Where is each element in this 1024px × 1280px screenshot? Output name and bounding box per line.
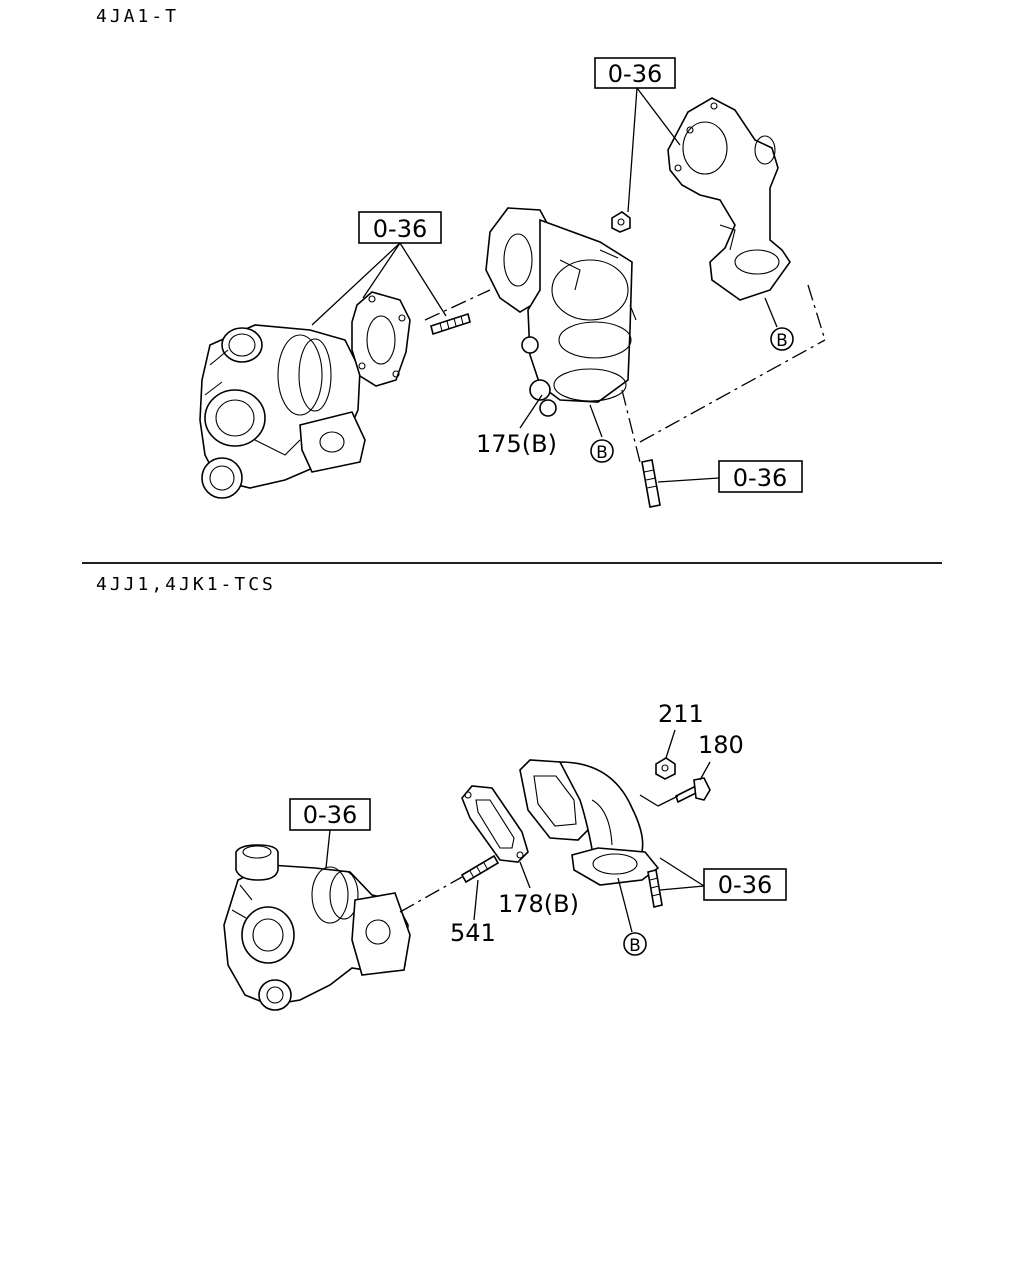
exhaust-pipe-top <box>667 97 791 301</box>
callout-top-ref-b: 0-36 <box>358 211 442 244</box>
section-title-4ja1-t: 4JA1-T <box>96 6 180 27</box>
svg-text:B: B <box>776 331 788 351</box>
circle-b-top-2: B <box>770 327 794 351</box>
stud-bottom-right <box>647 869 663 908</box>
svg-text:0-36: 0-36 <box>608 60 662 88</box>
leader-lines-bottom <box>325 729 711 933</box>
turbocharger-top <box>199 324 366 499</box>
elbow-pipe-bottom <box>519 759 660 886</box>
svg-text:0-36: 0-36 <box>718 871 772 899</box>
nut-top <box>611 211 631 233</box>
svg-text:B: B <box>596 443 608 463</box>
gasket-top <box>351 291 411 387</box>
stud-541 <box>460 854 500 884</box>
svg-text:B: B <box>629 936 641 956</box>
svg-text:0-36: 0-36 <box>373 215 427 243</box>
stud-lower-top <box>641 459 661 508</box>
circle-b-top-1: B <box>590 439 614 463</box>
part-label-541: 541 <box>450 919 496 947</box>
callout-bottom-ref-b: 0-36 <box>703 868 787 901</box>
circle-b-bottom: B <box>623 932 647 956</box>
bolt-180 <box>675 777 711 804</box>
part-label-178b: 178(B) <box>498 890 579 918</box>
callout-top-ref-a: 0-36 <box>594 57 676 89</box>
leader-lines-top <box>311 87 826 483</box>
catalytic-converter-top <box>485 207 637 417</box>
nut-211 <box>655 757 676 780</box>
svg-text:0-36: 0-36 <box>303 801 357 829</box>
part-label-180: 180 <box>698 731 744 759</box>
callout-top-ref-c: 0-36 <box>718 460 803 493</box>
callout-bottom-ref-a: 0-36 <box>289 798 371 831</box>
part-label-211: 211 <box>658 700 704 728</box>
section-title-4jj1-4jk1-tcs: 4JJ1,4JK1-TCS <box>96 574 276 595</box>
turbocharger-bottom <box>223 844 411 1011</box>
stud-top <box>430 312 471 336</box>
part-label-175b: 175(B) <box>476 430 557 458</box>
gasket-178b <box>461 785 529 863</box>
svg-text:0-36: 0-36 <box>733 464 787 492</box>
